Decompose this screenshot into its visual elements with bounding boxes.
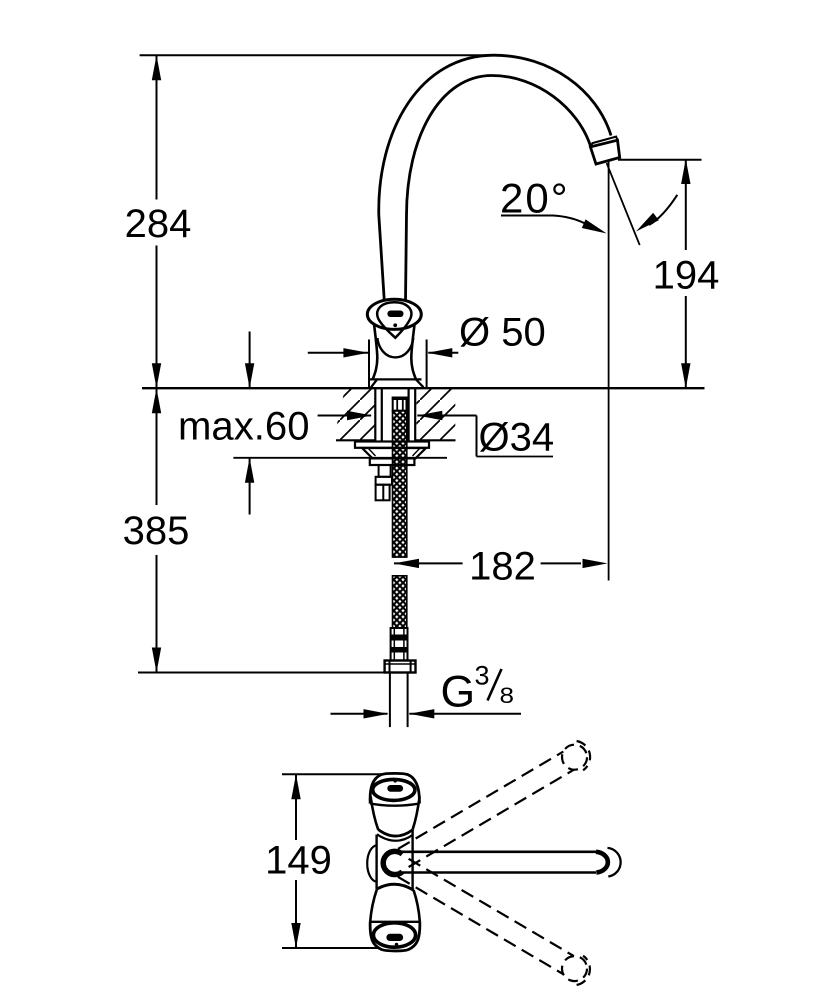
- svg-text:Ø34: Ø34: [479, 416, 555, 460]
- svg-text:20°: 20°: [500, 175, 570, 222]
- svg-text:Ø 50: Ø 50: [459, 311, 546, 355]
- svg-text:385: 385: [123, 509, 190, 553]
- svg-text:182: 182: [469, 545, 536, 589]
- svg-text:8: 8: [500, 683, 515, 708]
- svg-text:max.60: max.60: [178, 405, 310, 449]
- svg-text:3: 3: [475, 661, 490, 691]
- svg-text:284: 284: [125, 202, 192, 246]
- svg-text:194: 194: [653, 254, 720, 298]
- svg-text:149: 149: [265, 839, 332, 883]
- svg-text:G: G: [441, 668, 476, 717]
